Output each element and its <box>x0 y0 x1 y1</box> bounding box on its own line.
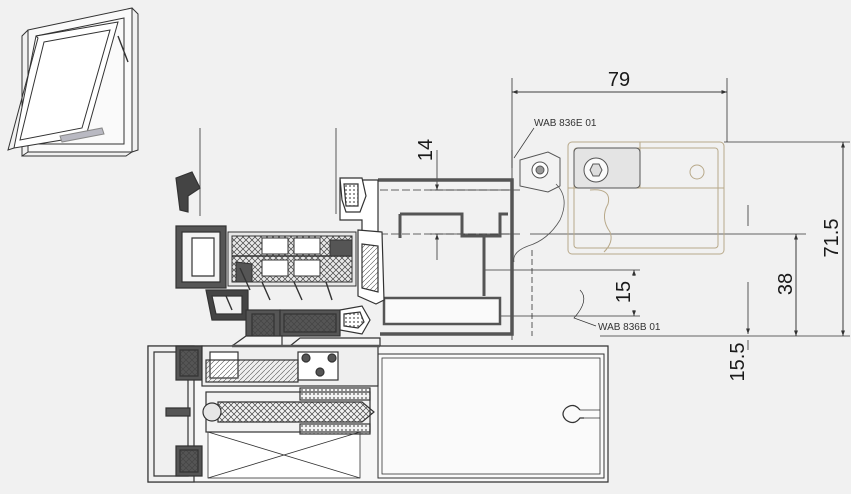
dimension-38-label: 38 <box>775 273 797 295</box>
dimension-79-label: 79 <box>608 69 630 91</box>
screw-icon <box>562 404 584 424</box>
dimension-14-label: 14 <box>415 139 437 161</box>
dimension-71-5-label: 71.5 <box>821 219 843 258</box>
bottom-frame <box>147 345 609 483</box>
screw-icon <box>589 163 603 177</box>
dimension-15-5-label: 15.5 <box>727 343 749 382</box>
dimension-15-label: 15 <box>613 281 635 303</box>
callout-bottom-label: WAB 836B 01 <box>598 322 661 333</box>
dimension-15 <box>484 269 640 317</box>
callout-bottom-leader <box>573 289 597 327</box>
top-hung-window-icon <box>7 7 139 157</box>
fixing-strips <box>225 267 333 311</box>
screw-icon <box>217 401 375 423</box>
dimension-38 <box>530 233 806 336</box>
thermal-break <box>227 231 357 287</box>
connector-piece <box>231 335 381 348</box>
hinge-block <box>519 147 641 193</box>
sash-profile <box>175 171 514 336</box>
stay-arm-curve <box>513 183 565 263</box>
callout-top-label: WAB 836E 01 <box>534 118 597 129</box>
dimension-14 <box>430 150 520 260</box>
frame-profile-left <box>175 225 249 321</box>
callout-top-leader <box>513 127 535 159</box>
dimension-71-5 <box>600 141 850 337</box>
